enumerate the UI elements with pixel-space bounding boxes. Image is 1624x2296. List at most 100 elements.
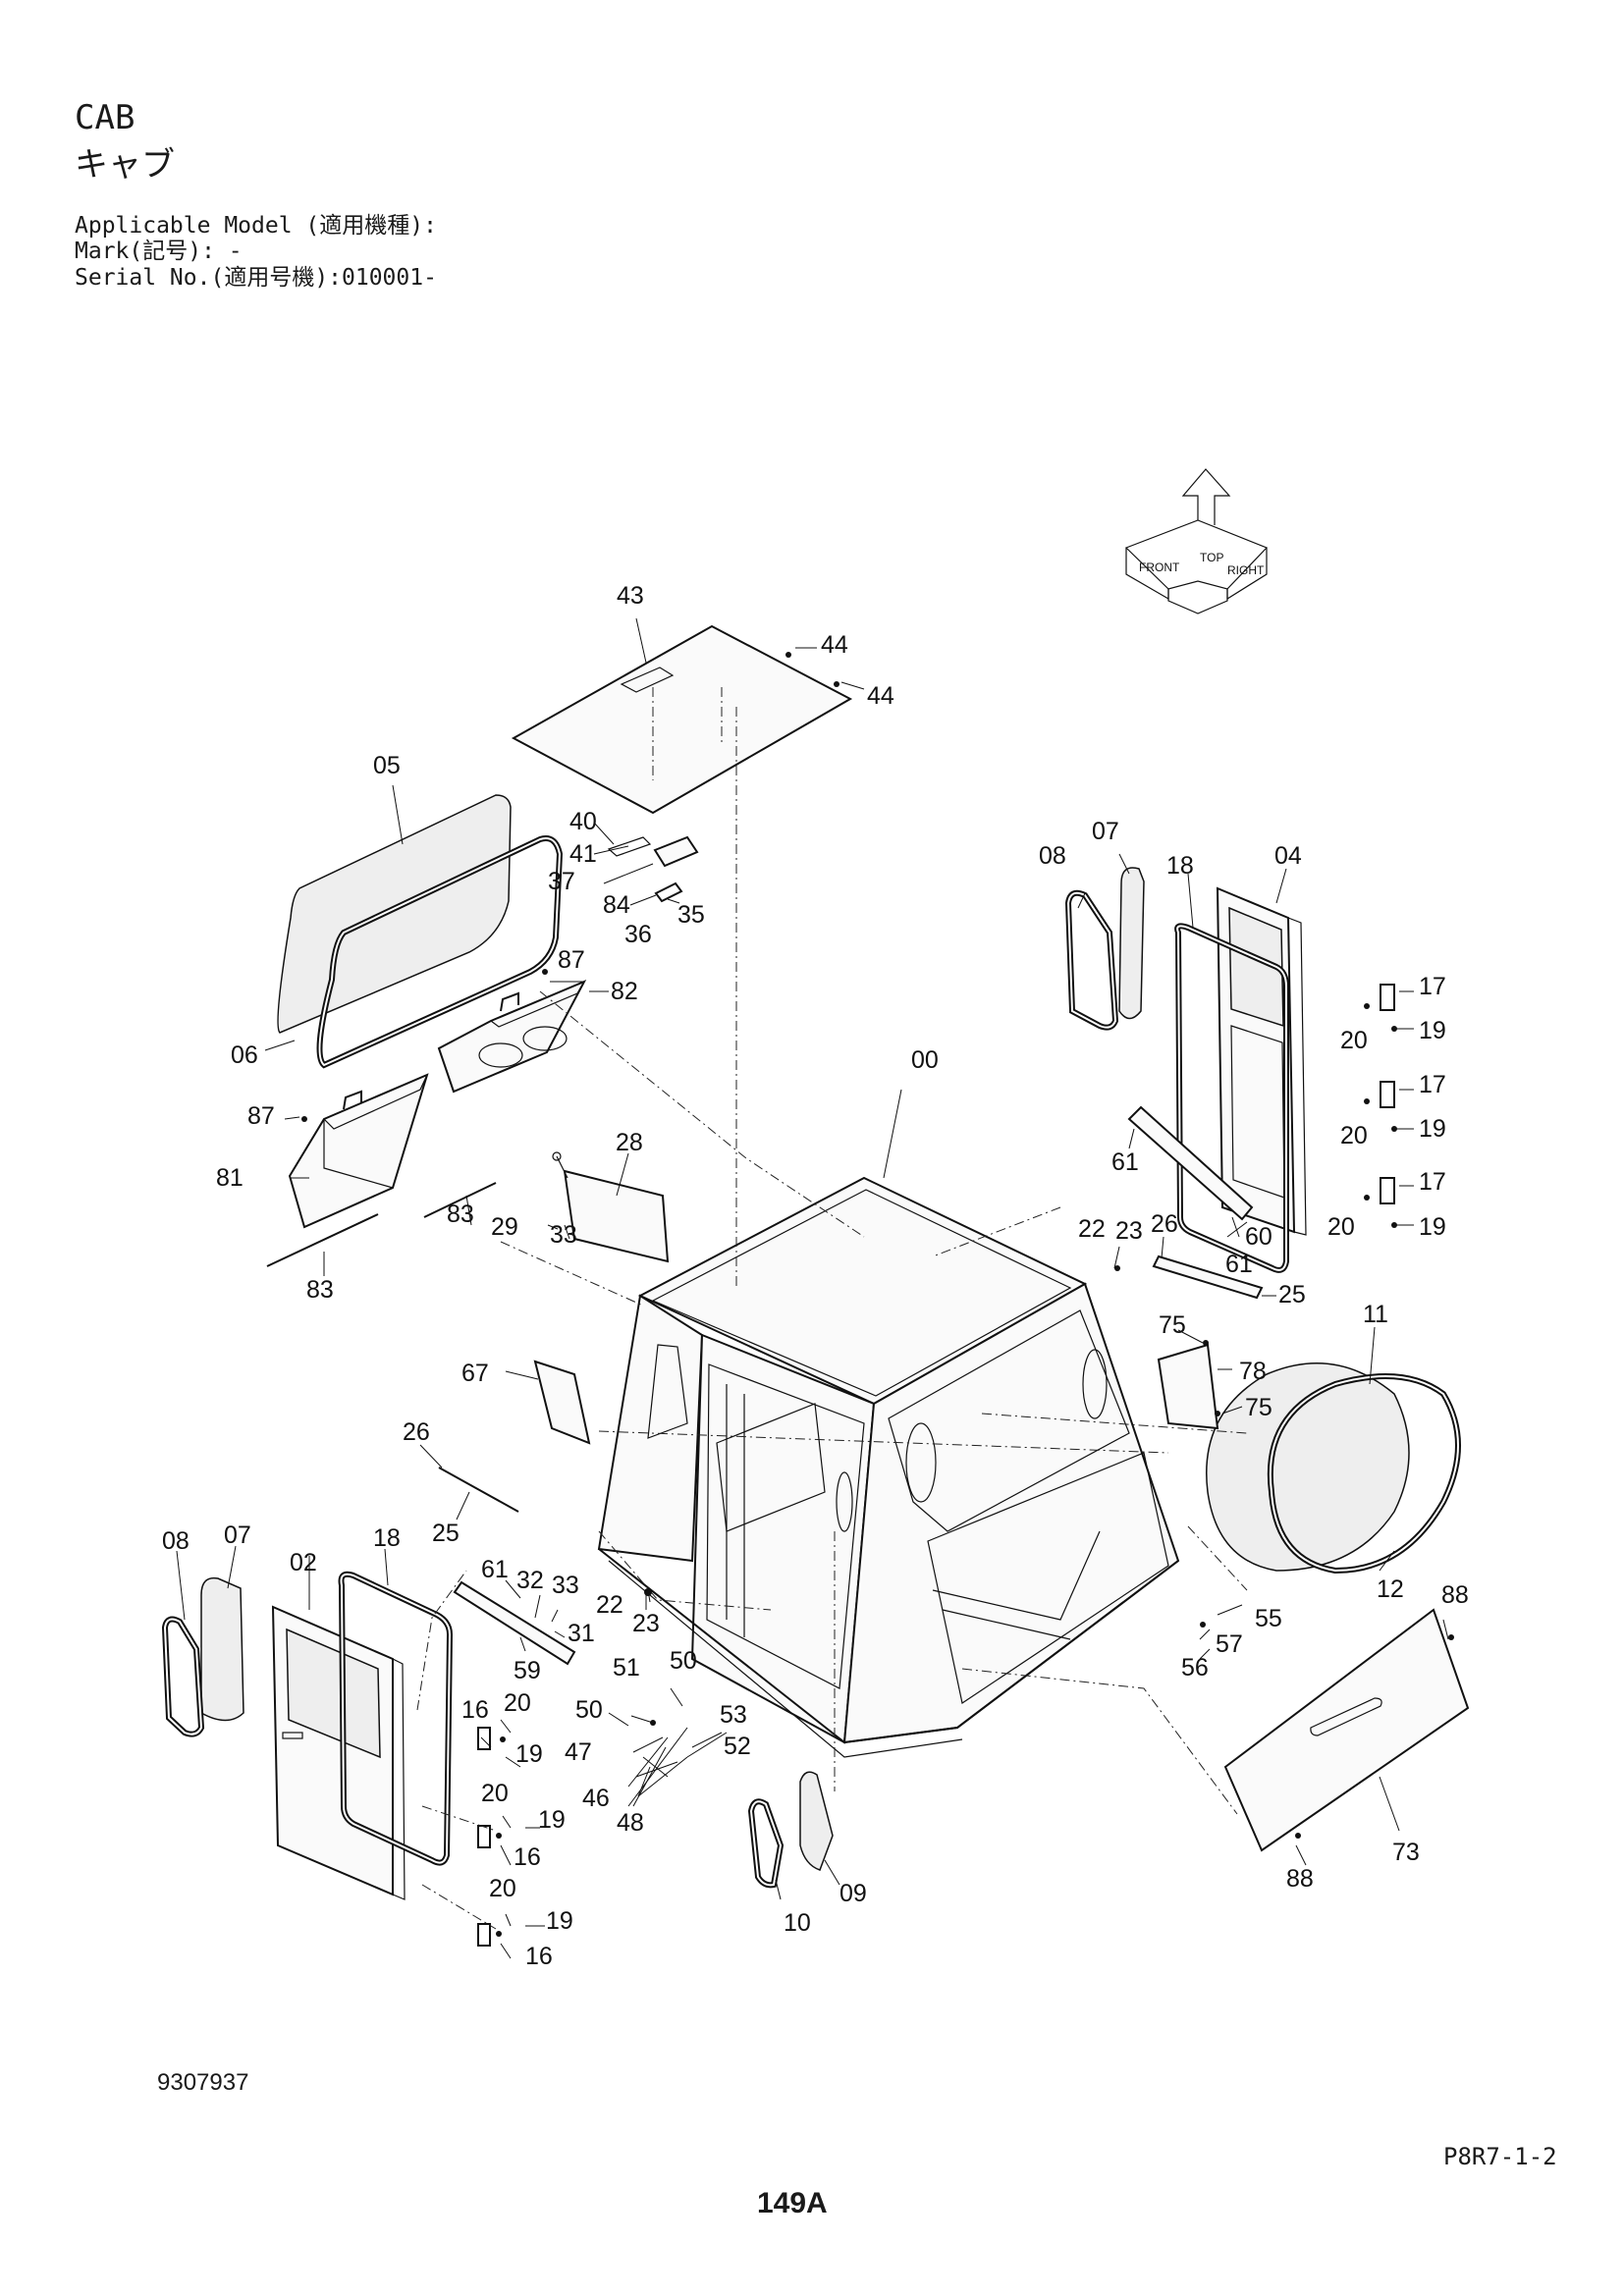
label-32: 32 (516, 1567, 544, 1594)
label-17-c: 17 (1419, 1168, 1446, 1196)
label-10: 10 (784, 1909, 811, 1937)
label-75-b: 75 (1245, 1394, 1272, 1421)
label-22-b: 22 (596, 1591, 623, 1619)
lower-storage-tray (288, 1073, 429, 1229)
lower-small-glass-seal (747, 1798, 785, 1889)
label-29: 29 (491, 1213, 518, 1241)
label-16-b: 16 (514, 1843, 541, 1871)
label-87-b: 87 (247, 1102, 275, 1130)
label-00: 00 (911, 1046, 939, 1074)
label-61-b: 61 (1225, 1251, 1253, 1278)
label-59: 59 (514, 1657, 541, 1684)
roof-screw-2 (834, 681, 839, 687)
label-44-b: 44 (867, 682, 894, 710)
left-rod (438, 1467, 519, 1513)
label-43: 43 (617, 582, 644, 610)
label-17-a: 17 (1419, 973, 1446, 1000)
upper-storage-tray (437, 979, 587, 1094)
label-18-a: 18 (1166, 852, 1194, 880)
left-small-glass-seal (161, 1616, 205, 1737)
view-label-top: TOP (1200, 551, 1223, 564)
page-number: 149A (757, 2187, 828, 2219)
label-20-c: 20 (1327, 1213, 1355, 1241)
label-19-f: 19 (546, 1907, 573, 1935)
label-88-a: 88 (1441, 1581, 1469, 1609)
left-lower-rail (453, 1580, 576, 1666)
label-28: 28 (616, 1129, 643, 1156)
applicable-model-line: Applicable Model (適用機種): (75, 213, 437, 239)
label-02: 02 (290, 1549, 317, 1576)
right-small-glass-seal (1064, 889, 1119, 1031)
view-label-right: RIGHT (1227, 563, 1265, 577)
label-20-d: 20 (504, 1689, 531, 1717)
label-55: 55 (1255, 1605, 1282, 1632)
fastener-dots (301, 969, 1454, 1937)
label-23-b: 23 (632, 1610, 660, 1637)
left-door (271, 1605, 406, 1900)
mark-line: Mark(記号): - (75, 239, 243, 264)
roof-panel (511, 624, 853, 815)
serial-number-line: Serial No.(適用号機):010001- (75, 265, 437, 291)
label-33-b: 33 (552, 1572, 579, 1599)
page-title-japanese: キャブ (75, 145, 175, 185)
part-number-labels: 43 44 44 05 06 40 41 37 84 35 36 87 82 8… (162, 582, 1469, 1970)
roof-screw-1 (785, 652, 791, 658)
label-50-a: 50 (670, 1647, 697, 1675)
label-83-a: 83 (447, 1201, 474, 1228)
right-lower-rail (1152, 1255, 1264, 1300)
label-83-b: 83 (306, 1276, 334, 1304)
label-20-a: 20 (1340, 1027, 1368, 1054)
label-82: 82 (611, 978, 638, 1005)
page-reference: P8R7-1-2 (1443, 2143, 1557, 2170)
label-26-a: 26 (1151, 1210, 1178, 1238)
label-06: 06 (231, 1041, 258, 1069)
label-19-a: 19 (1419, 1017, 1446, 1044)
right-door-hinge-middle (1380, 1081, 1395, 1108)
label-20-f: 20 (489, 1875, 516, 1902)
label-78: 78 (1239, 1358, 1267, 1385)
label-19-d: 19 (515, 1740, 543, 1768)
right-small-glass (1118, 867, 1145, 1020)
tray-trim-strip-upper (423, 1182, 497, 1218)
left-small-glass (200, 1576, 244, 1722)
label-18-b: 18 (373, 1524, 401, 1552)
label-53: 53 (720, 1701, 747, 1729)
label-20-e: 20 (481, 1780, 509, 1807)
right-door-hinge-upper (1380, 984, 1395, 1011)
label-57: 57 (1216, 1630, 1243, 1658)
label-07-a: 07 (1092, 818, 1119, 845)
label-50-b: 50 (575, 1696, 603, 1724)
label-25-a: 25 (1278, 1281, 1306, 1308)
label-19-b: 19 (1419, 1115, 1446, 1143)
label-17-b: 17 (1419, 1071, 1446, 1098)
right-door-hinge-lower (1380, 1177, 1395, 1204)
tray-trim-strip-lower (266, 1213, 379, 1267)
label-75-a: 75 (1159, 1311, 1186, 1339)
label-25-b: 25 (432, 1520, 460, 1547)
label-87-a: 87 (558, 946, 585, 974)
label-37: 37 (548, 868, 575, 895)
label-52: 52 (724, 1733, 751, 1760)
left-door-hinge-upper (477, 1727, 491, 1750)
page-title: CAB (75, 98, 135, 137)
label-84: 84 (603, 891, 630, 919)
label-09: 09 (839, 1880, 867, 1907)
label-12: 12 (1377, 1575, 1404, 1603)
roof-hatch-parts (607, 835, 699, 903)
document-number: 9307937 (157, 2069, 249, 2096)
label-22-a: 22 (1078, 1215, 1106, 1243)
right-door (1216, 886, 1307, 1236)
label-19-c: 19 (1419, 1213, 1446, 1241)
label-67: 67 (461, 1360, 489, 1387)
label-51: 51 (613, 1654, 640, 1682)
label-16-a: 16 (461, 1696, 489, 1724)
label-23-a: 23 (1115, 1217, 1143, 1245)
leader-lines (176, 617, 1449, 1959)
label-36: 36 (624, 921, 652, 948)
right-door-seal (1174, 923, 1289, 1273)
roof-window-glass (277, 794, 512, 1034)
roof-window-seal (316, 835, 564, 1069)
label-46: 46 (582, 1785, 610, 1812)
label-08-b: 08 (162, 1527, 189, 1555)
